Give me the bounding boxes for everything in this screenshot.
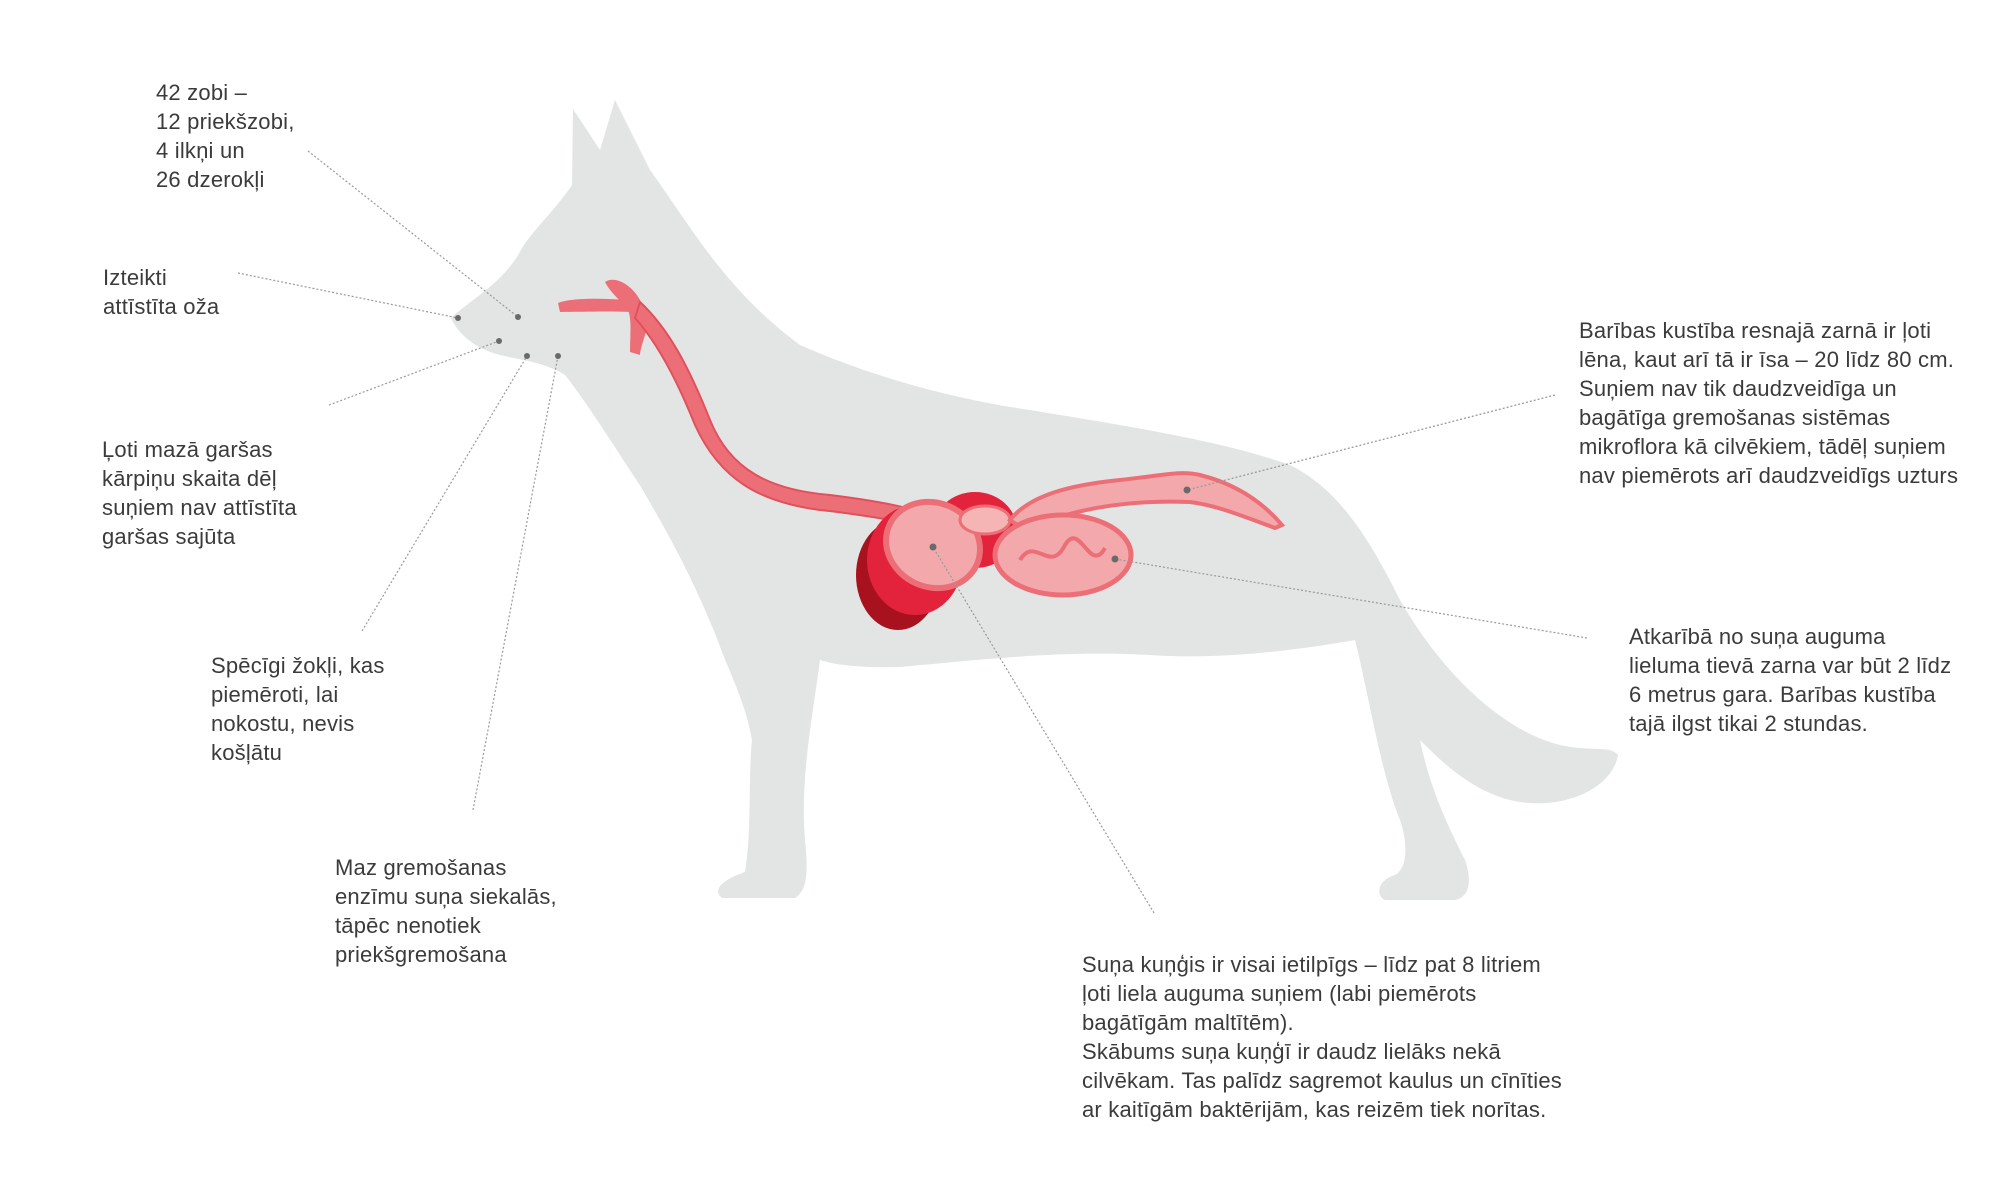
large-intestine: [1007, 471, 1286, 533]
annotation-large-intestine: Barības kustība resnajā zarnā ir ļoti lē…: [1579, 316, 1958, 490]
text-line: tajā ilgst tikai 2 stundas.: [1629, 711, 1868, 736]
small-intestine: [992, 512, 1134, 598]
small-intestine-folds: [1018, 536, 1107, 562]
text-line: kārpiņu skaita dēļ: [102, 466, 277, 491]
annotation-jaws: Spēcīgi žokļi, kas piemēroti, lai nokost…: [211, 651, 385, 767]
text-line: piemēroti, lai: [211, 682, 339, 707]
text-line: 6 metrus gara. Barības kustība: [1629, 682, 1936, 707]
text-line: bagātīga gremošanas sistēmas: [1579, 405, 1891, 430]
text-line: ar kaitīgām baktērijām, kas reizēm tiek …: [1082, 1097, 1547, 1122]
annotation-taste: Ļoti mazā garšas kārpiņu skaita dēļ suņi…: [102, 435, 297, 551]
text-line: bagātīgām maltītēm).: [1082, 1010, 1294, 1035]
text-line: Barības kustība resnajā zarnā ir ļoti: [1579, 318, 1932, 343]
text-line: 42 zobi –: [156, 80, 248, 105]
text-line: Spēcīgi žokļi, kas: [211, 653, 385, 678]
annotation-smell: Izteikti attīstīta oža: [103, 263, 219, 321]
text-line: mikroflora kā cilvēkiem, tādēļ suņiem: [1579, 434, 1946, 459]
text-line: cilvēkam. Tas palīdz sagremot kaulus un …: [1082, 1068, 1562, 1093]
text-line: Maz gremošanas: [335, 855, 507, 880]
text-line: Ļoti mazā garšas: [102, 437, 273, 462]
text-line: nav piemērots arī daudzveidīgs uzturs: [1579, 463, 1959, 488]
text-line: Suņiem nav tik daudzveidīga un: [1579, 376, 1897, 401]
text-line: lēna, kaut arī tā ir īsa – 20 līdz 80 cm…: [1579, 347, 1955, 372]
text-line: garšas sajūta: [102, 524, 236, 549]
text-line: 12 priekšzobi,: [156, 109, 295, 134]
digestive-organs: [558, 279, 1286, 630]
annotation-saliva: Maz gremošanas enzīmu suņa siekalās, tāp…: [335, 853, 557, 969]
text-line: tāpēc nenotiek: [335, 913, 481, 938]
text-line: enzīmu suņa siekalās,: [335, 884, 557, 909]
text-line: Suņa kuņģis ir visai ietilpīgs – līdz pa…: [1082, 952, 1541, 977]
annotation-teeth: 42 zobi – 12 priekšzobi, 4 ilkņi un 26 d…: [156, 78, 295, 194]
pancreas: [958, 504, 1012, 536]
annotation-stomach: Suņa kuņģis ir visai ietilpīgs – līdz pa…: [1082, 950, 1562, 1124]
text-line: Atkarībā no suņa auguma: [1629, 624, 1886, 649]
text-line: suņiem nav attīstīta: [102, 495, 297, 520]
text-line: 26 dzerokļi: [156, 167, 265, 192]
text-line: 4 ilkņi un: [156, 138, 245, 163]
text-line: Skābums suņa kuņģī ir daudz lielāks nekā: [1082, 1039, 1501, 1064]
tongue: [558, 298, 632, 312]
text-line: lieluma tievā zarna var būt 2 līdz: [1629, 653, 1952, 678]
text-line: ļoti liela auguma suņiem (labi piemērots: [1082, 981, 1477, 1006]
text-line: attīstīta oža: [103, 294, 220, 319]
leader-lines: [237, 150, 1588, 914]
text-line: nokostu, nevis: [211, 711, 355, 736]
annotation-small-intestine: Atkarībā no suņa auguma lieluma tievā za…: [1629, 622, 1951, 738]
text-line: priekšgremošana: [335, 942, 507, 967]
text-line: košļātu: [211, 740, 283, 765]
pharynx: [605, 279, 650, 355]
text-line: Izteikti: [103, 265, 167, 290]
